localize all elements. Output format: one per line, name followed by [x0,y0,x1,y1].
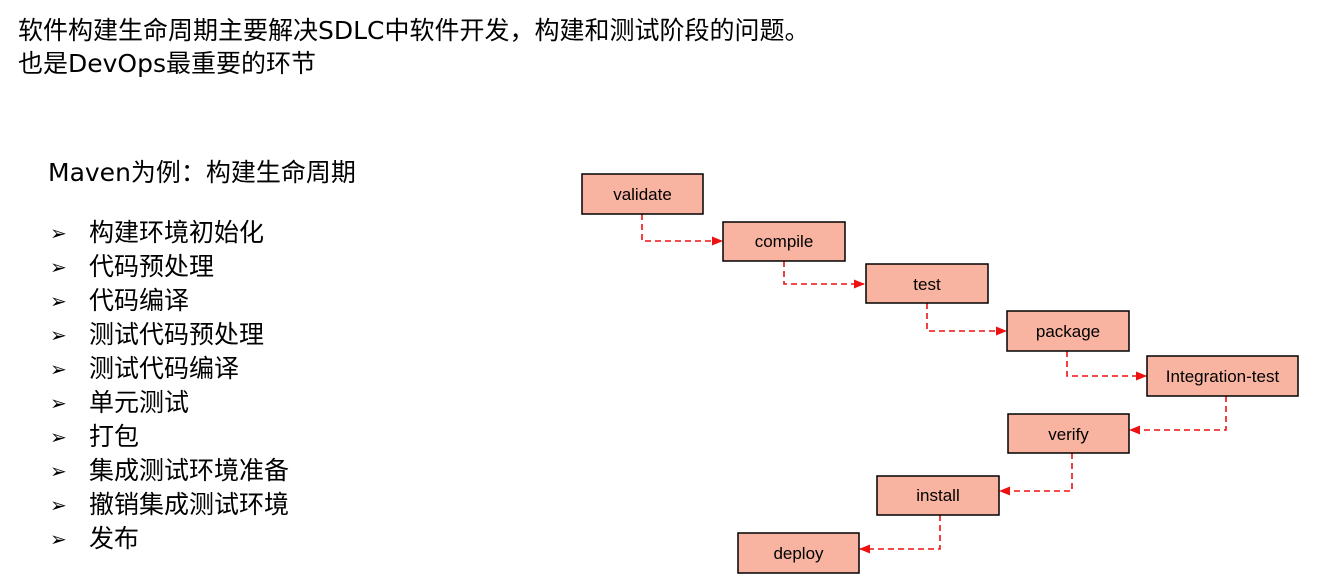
phase-box-verify: verify [1007,413,1130,454]
phase-label: test [913,275,941,294]
phase-label: install [916,486,959,505]
connector-integration-test-verify [1128,396,1227,435]
phase-box-package: package [1006,310,1130,352]
step-label: 集成测试环境准备 [89,456,290,485]
connector-test-package [926,303,1008,336]
connector-validate-compile [641,214,724,246]
bullet-arrow-icon: ➢ [50,493,67,517]
heading: 软件构建生命周期主要解决SDLC中软件开发，构建和测试阶段的问题。 也是DevO… [18,14,1018,80]
connector-compile-test [783,261,866,289]
step-item: ➢ 打包 [48,420,289,454]
connector-install-deploy [858,515,941,554]
phase-box-deploy: deploy [737,532,860,574]
step-item: ➢ 代码预处理 [48,250,289,284]
step-item: ➢ 测试代码编译 [48,352,289,386]
step-label: 打包 [89,422,140,451]
step-label: 测试代码编译 [89,354,240,383]
phase-label: verify [1048,425,1089,444]
step-item: ➢ 代码编译 [48,284,289,318]
step-label: 代码编译 [89,286,190,315]
bullet-arrow-icon: ➢ [50,459,67,483]
bullet-arrow-icon: ➢ [50,527,67,551]
bullet-arrow-icon: ➢ [50,357,67,381]
step-item: ➢ 单元测试 [48,386,289,420]
heading-line-2: 也是DevOps最重要的环节 [18,49,316,78]
bullet-arrow-icon: ➢ [50,425,67,449]
phase-box-test: test [865,263,989,304]
phase-label: validate [613,185,672,204]
connector-package-integration-test [1066,351,1148,381]
phase-label: deploy [773,544,824,563]
phase-box-install: install [876,475,1000,516]
step-label: 代码预处理 [89,252,215,281]
step-label: 撤销集成测试环境 [89,490,290,519]
bullet-arrow-icon: ➢ [50,323,67,347]
step-item: ➢ 发布 [48,522,289,556]
phase-label: Integration-test [1166,367,1280,386]
connector-verify-install [998,453,1073,496]
subtitle: Maven为例：构建生命周期 [48,158,356,187]
bullet-arrow-icon: ➢ [50,255,67,279]
phase-label: compile [755,232,814,251]
phase-box-integration-test: Integration-test [1146,355,1299,397]
step-label: 发布 [89,524,140,553]
bullet-arrow-icon: ➢ [50,391,67,415]
phase-box-compile: compile [722,221,846,262]
heading-line-1: 软件构建生命周期主要解决SDLC中软件开发，构建和测试阶段的问题。 [18,16,810,45]
build-steps-list: ➢ 构建环境初始化 ➢ 代码预处理 ➢ 代码编译 ➢ 测试代码预处理 ➢ 测试代码编译 ➢… [48,216,289,556]
step-item: ➢ 撤销集成测试环境 [48,488,289,522]
phase-box-validate: validate [581,173,704,215]
bullet-arrow-icon: ➢ [50,289,67,313]
bullet-arrow-icon: ➢ [50,221,67,245]
step-item: ➢ 构建环境初始化 [48,216,289,250]
step-item: ➢ 测试代码预处理 [48,318,289,352]
step-item: ➢ 集成测试环境准备 [48,454,289,488]
phase-label: package [1036,322,1100,341]
step-label: 单元测试 [89,388,190,417]
step-label: 测试代码预处理 [89,320,265,349]
step-label: 构建环境初始化 [89,218,265,247]
